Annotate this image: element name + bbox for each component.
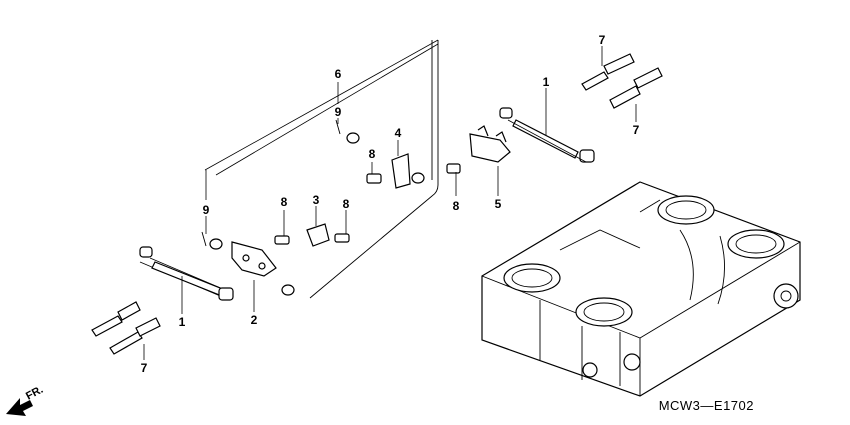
callout-label: 6	[335, 67, 342, 81]
throttle-bracket-part-2	[231, 241, 277, 312]
callout-label: 8	[369, 147, 376, 161]
throttle-bracket-part-5	[469, 125, 511, 196]
throttle-body-assembly	[481, 181, 801, 397]
callout-label: 7	[599, 33, 606, 47]
callout-leaders	[205, 82, 457, 236]
callout-label: 2	[251, 313, 258, 327]
callout-label: 8	[281, 195, 288, 209]
callout-label: 1	[179, 315, 186, 329]
callout-label: 7	[633, 123, 640, 137]
left-adjust-screws-part-7	[91, 301, 161, 360]
callout-labels: 1 1 2 3 4 5 6 7 7 7 8 8 8 8 9 9	[141, 33, 640, 375]
callout-label: 3	[313, 193, 320, 207]
right-shaft-part-1	[499, 88, 595, 163]
right-adjust-screws-part-7	[581, 46, 663, 122]
diagram-code: MCW3—E1702	[658, 398, 754, 413]
callout-label: 4	[395, 126, 402, 140]
callout-label: 5	[495, 197, 502, 211]
left-shaft-part-1	[139, 246, 234, 314]
callout-label: 8	[453, 199, 460, 213]
callout-label: 9	[335, 105, 342, 119]
callout-label: 9	[203, 203, 210, 217]
small-bolts	[201, 119, 461, 296]
callout-label: 8	[343, 197, 350, 211]
callout-label: 7	[141, 361, 148, 375]
linkage-rod	[204, 39, 439, 299]
front-direction-arrow-icon	[6, 398, 33, 416]
callout-label: 1	[543, 75, 550, 89]
